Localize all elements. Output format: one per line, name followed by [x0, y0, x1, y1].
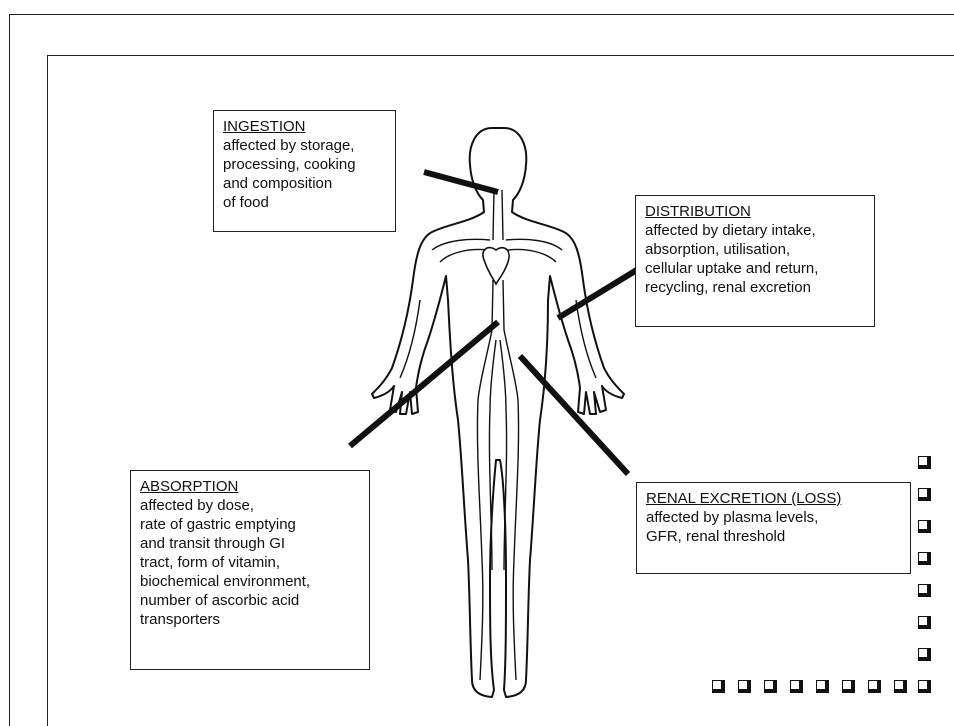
checkbox-square-icon [918, 680, 931, 693]
checkbox-square-icon [764, 680, 777, 693]
checkbox-square-icon [712, 680, 725, 693]
human-body-figure [372, 128, 624, 697]
renal-excretion-body: affected by plasma levels, GFR, renal th… [646, 508, 902, 546]
checkbox-square-icon [842, 680, 855, 693]
pointer-ingestion [424, 172, 498, 192]
renal-excretion-heading: RENAL EXCRETION (LOSS) [646, 489, 902, 508]
distribution-body: affected by dietary intake, absorption, … [645, 221, 866, 297]
distribution-box: DISTRIBUTION affected by dietary intake,… [635, 195, 875, 327]
ingestion-heading: INGESTION [223, 117, 387, 136]
checkbox-square-icon [918, 584, 931, 597]
heart-icon [483, 248, 509, 284]
absorption-body: affected by dose, rate of gastric emptyi… [140, 496, 361, 629]
checkbox-square-icon [738, 680, 751, 693]
pointer-distribution [558, 268, 640, 318]
checkbox-square-icon [918, 552, 931, 565]
checkbox-square-icon [790, 680, 803, 693]
absorption-box: ABSORPTION affected by dose, rate of gas… [130, 470, 370, 670]
checkbox-square-icon [918, 488, 931, 501]
distribution-heading: DISTRIBUTION [645, 202, 866, 221]
checkbox-square-icon [894, 680, 907, 693]
checkbox-square-icon [816, 680, 829, 693]
ingestion-body: affected by storage, processing, cooking… [223, 136, 387, 212]
pointer-absorption [350, 322, 498, 446]
absorption-heading: ABSORPTION [140, 477, 361, 496]
renal-excretion-box: RENAL EXCRETION (LOSS) affected by plasm… [636, 482, 911, 574]
checkbox-square-icon [918, 520, 931, 533]
checkbox-square-icon [918, 648, 931, 661]
checkbox-square-icon [918, 616, 931, 629]
ingestion-box: INGESTION affected by storage, processin… [213, 110, 396, 232]
checkbox-square-icon [918, 456, 931, 469]
checkbox-square-icon [868, 680, 881, 693]
